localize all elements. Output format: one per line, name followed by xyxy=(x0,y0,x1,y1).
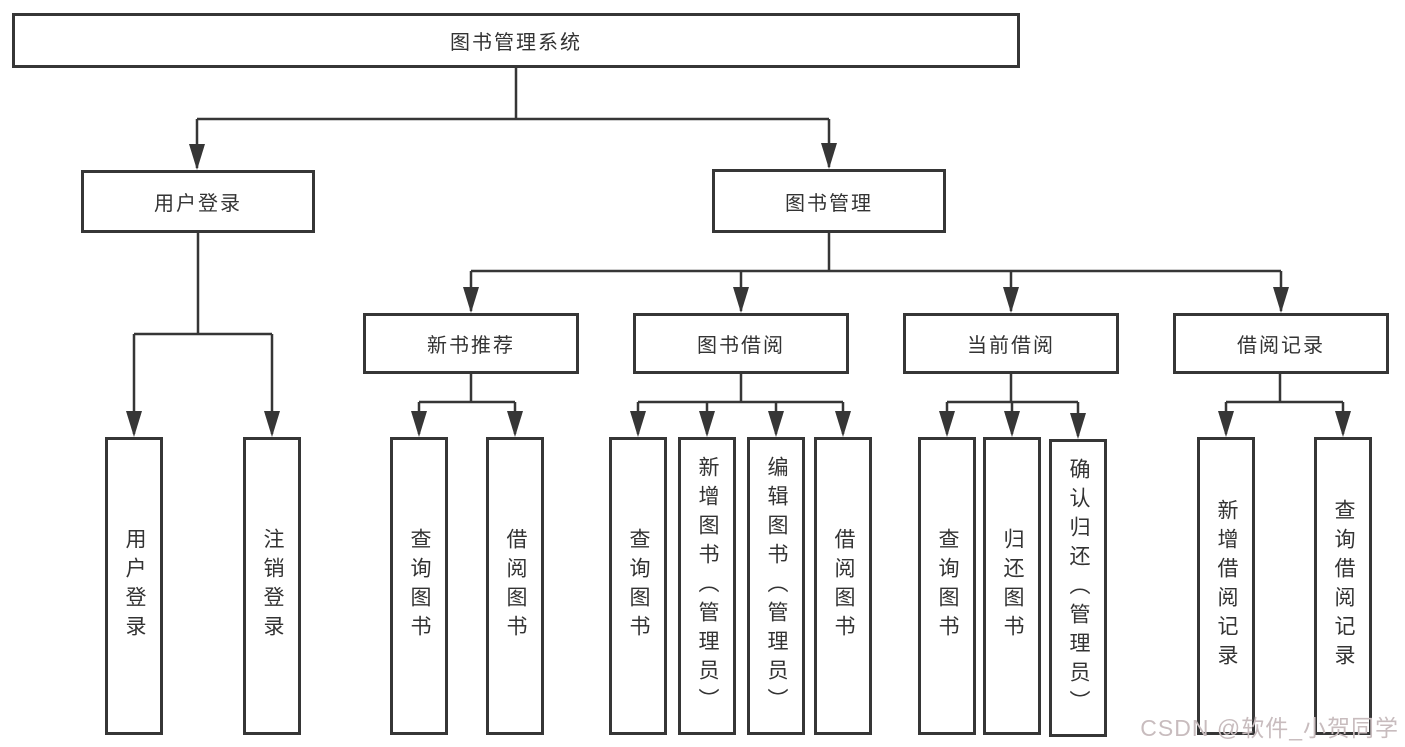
node-book-management: 图书管理 xyxy=(712,169,946,233)
leaf-return-books: 归还图书 xyxy=(983,437,1041,735)
leaf-query-books-recommend: 查询图书 xyxy=(390,437,448,735)
leaf-query-borrow-record-label: 查询借阅记录 xyxy=(1332,499,1355,673)
leaf-user-login: 用户登录 xyxy=(105,437,163,735)
leaf-add-books-admin-label: 新增图书（管理员） xyxy=(696,455,719,717)
leaf-borrow-books-borrowing-label: 借阅图书 xyxy=(832,528,855,644)
leaf-query-books-current: 查询图书 xyxy=(918,437,976,735)
leaf-add-borrow-record-label: 新增借阅记录 xyxy=(1215,499,1238,673)
leaf-confirm-return-admin: 确认归还（管理员） xyxy=(1049,439,1107,737)
leaf-query-books-borrowing: 查询图书 xyxy=(609,437,667,735)
node-new-book-recommend: 新书推荐 xyxy=(363,313,579,374)
leaf-logout-login: 注销登录 xyxy=(243,437,301,735)
leaf-user-login-label: 用户登录 xyxy=(123,528,146,644)
watermark: CSDN @软件_小贺同学 xyxy=(1140,715,1399,741)
leaf-query-borrow-record: 查询借阅记录 xyxy=(1314,437,1372,735)
leaf-confirm-return-admin-label: 确认归还（管理员） xyxy=(1067,457,1090,719)
leaf-borrow-books-recommend: 借阅图书 xyxy=(486,437,544,735)
arrow-down-icons xyxy=(126,143,1351,439)
leaf-borrow-books-borrowing: 借阅图书 xyxy=(814,437,872,735)
leaf-add-books-admin: 新增图书（管理员） xyxy=(678,437,736,735)
node-current-borrowing: 当前借阅 xyxy=(903,313,1119,374)
node-user-login: 用户登录 xyxy=(81,170,315,233)
leaf-edit-books-admin: 编辑图书（管理员） xyxy=(747,437,805,735)
connector-paths xyxy=(132,68,1345,436)
leaf-return-books-label: 归还图书 xyxy=(1001,528,1024,644)
node-book-borrowing: 图书借阅 xyxy=(633,313,849,374)
leaf-add-borrow-record: 新增借阅记录 xyxy=(1197,437,1255,735)
leaf-query-books-borrowing-label: 查询图书 xyxy=(627,528,650,644)
leaf-query-books-recommend-label: 查询图书 xyxy=(408,528,431,644)
leaf-logout-login-label: 注销登录 xyxy=(261,528,284,644)
node-library-management-system: 图书管理系统 xyxy=(12,13,1020,68)
leaf-edit-books-admin-label: 编辑图书（管理员） xyxy=(765,455,788,717)
node-borrowing-records: 借阅记录 xyxy=(1173,313,1389,374)
leaf-query-books-current-label: 查询图书 xyxy=(936,528,959,644)
leaf-borrow-books-recommend-label: 借阅图书 xyxy=(504,528,527,644)
